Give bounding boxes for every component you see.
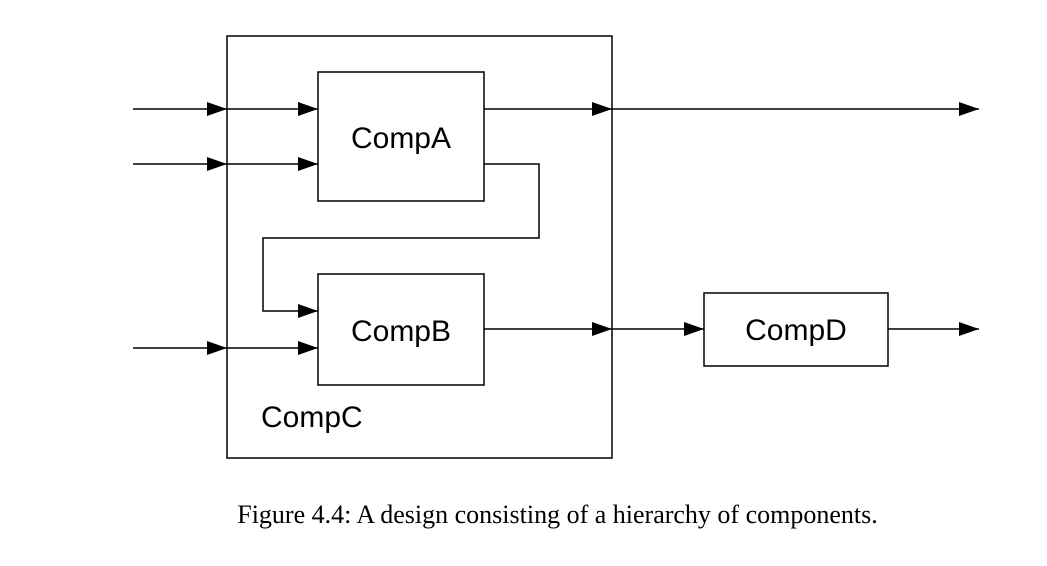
comp-d-block: CompD — [703, 292, 889, 367]
comp-c-label: CompC — [261, 401, 363, 434]
figure-caption: Figure 4.4: A design consisting of a hie… — [237, 500, 878, 529]
comp-b-label: CompB — [351, 315, 451, 348]
comp-a-label: CompA — [351, 122, 451, 155]
comp-a-to-comp-b-wire — [262, 163, 540, 318]
comp-a-block: CompA — [317, 71, 485, 202]
comp-b-block: CompB — [317, 273, 485, 386]
comp-d-label: CompD — [745, 314, 847, 347]
